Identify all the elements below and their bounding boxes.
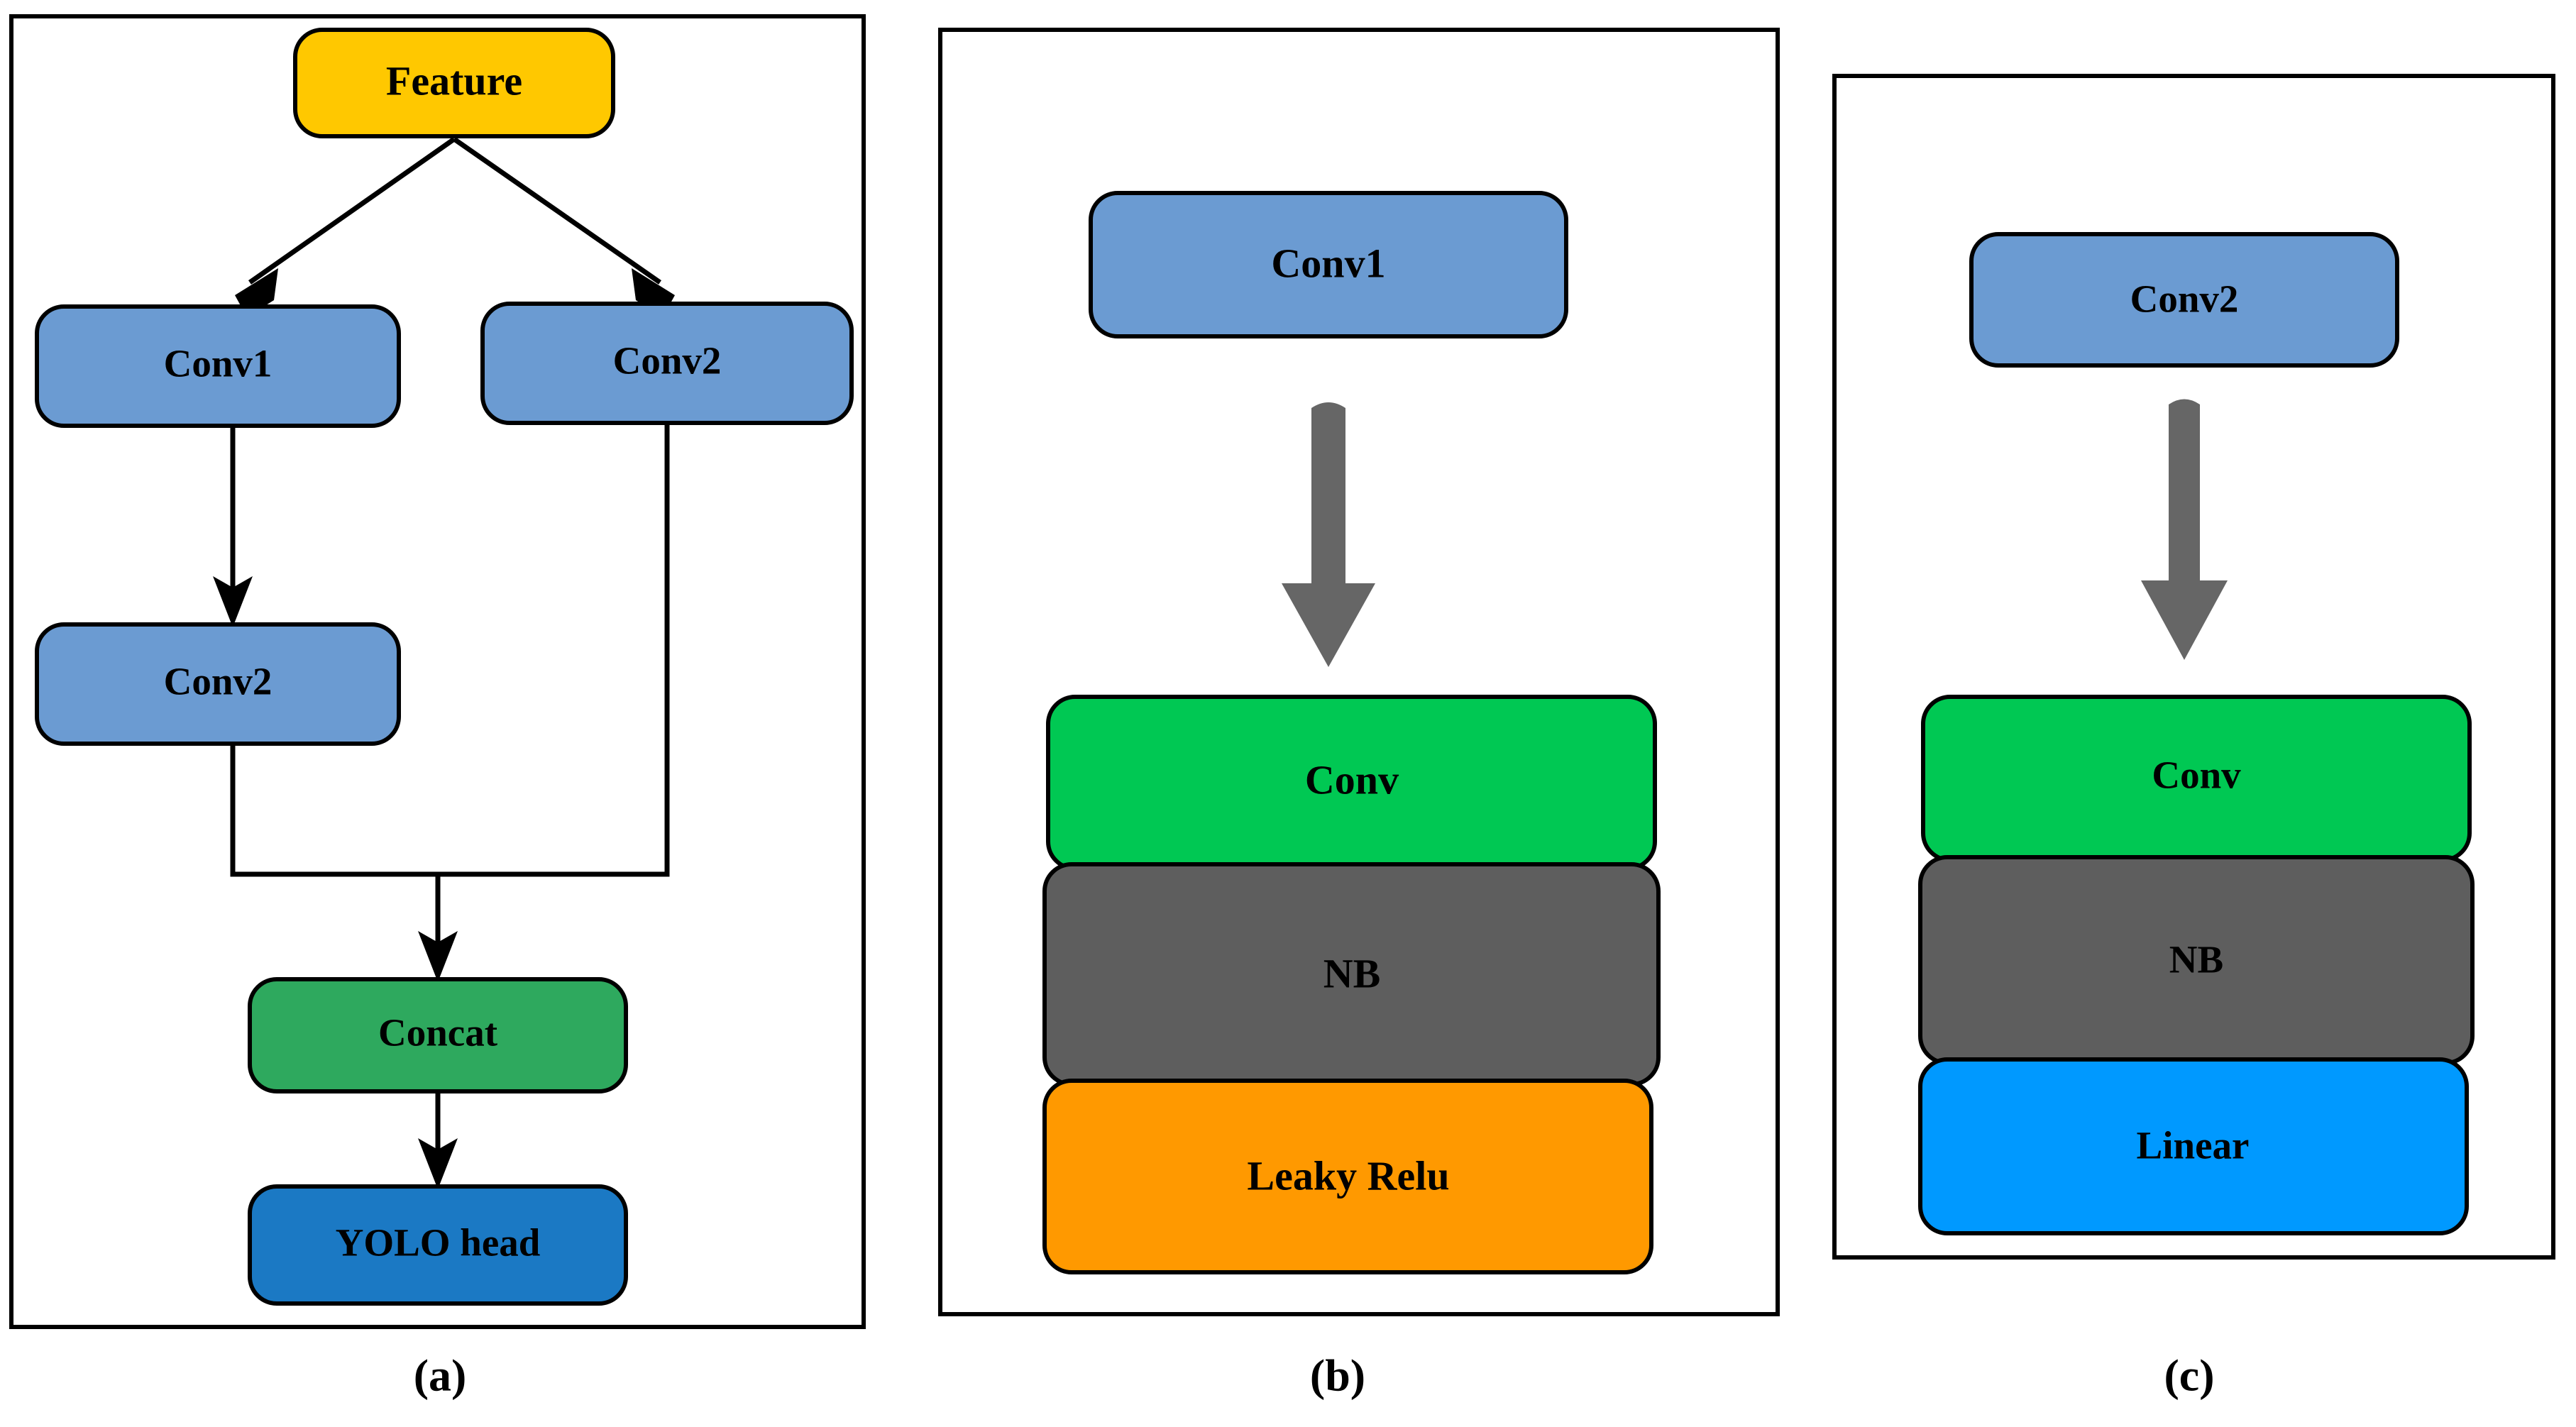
node-c-conv-label: Conv	[2152, 754, 2241, 797]
node-c-conv2[interactable]: Conv2	[1969, 232, 2399, 368]
panel-b-frame	[938, 28, 1780, 1316]
node-concat-label: Concat	[378, 1011, 498, 1054]
edge-concat-to-yolo	[418, 1091, 458, 1189]
node-feature-label: Feature	[386, 57, 522, 104]
node-b-conv[interactable]: Conv	[1046, 695, 1657, 871]
node-b-leakyrelu-label: Leaky Relu	[1247, 1152, 1449, 1199]
b-down-arrow-icon	[1282, 402, 1375, 667]
node-conv2-mid[interactable]: Conv2	[35, 622, 401, 746]
panel-c-frame	[1832, 74, 2555, 1260]
node-b-leakyrelu[interactable]: Leaky Relu	[1042, 1079, 1653, 1274]
node-conv1-label: Conv1	[164, 342, 273, 385]
caption-c: (c)	[2164, 1350, 2214, 1401]
node-b-conv-label: Conv	[1305, 756, 1399, 803]
node-c-linear[interactable]: Linear	[1918, 1057, 2469, 1235]
edge-conv2mid-to-concat	[230, 742, 438, 877]
node-conv2-top[interactable]: Conv2	[480, 302, 854, 425]
edge-conv1-to-conv2	[213, 424, 253, 627]
node-feature[interactable]: Feature	[293, 28, 615, 138]
edge-junction-to-concat	[418, 874, 458, 982]
node-c-conv[interactable]: Conv	[1921, 695, 2472, 862]
node-b-nb[interactable]: NB	[1042, 862, 1661, 1086]
caption-a: (a)	[414, 1350, 467, 1401]
node-yolo-head[interactable]: YOLO head	[248, 1184, 628, 1306]
node-b-conv1[interactable]: Conv1	[1089, 191, 1568, 338]
node-b-conv1-label: Conv1	[1271, 240, 1385, 286]
edge-conv2top-to-concat	[438, 423, 670, 877]
caption-b: (b)	[1310, 1350, 1365, 1401]
node-c-conv2-label: Conv2	[2130, 277, 2239, 321]
node-conv1[interactable]: Conv1	[35, 304, 401, 428]
node-conv2-mid-label: Conv2	[164, 660, 273, 703]
node-concat[interactable]: Concat	[248, 977, 628, 1093]
c-down-arrow-icon	[2141, 399, 2228, 660]
node-yolo-head-label: YOLO head	[336, 1221, 541, 1265]
node-conv2-top-label: Conv2	[613, 339, 722, 382]
node-c-nb[interactable]: NB	[1918, 855, 2475, 1065]
panel-a-frame	[9, 14, 866, 1329]
edge-feature-to-conv2	[452, 137, 675, 317]
edge-feature-to-conv1	[235, 137, 456, 317]
node-c-linear-label: Linear	[2137, 1124, 2250, 1167]
node-b-nb-label: NB	[1323, 950, 1381, 996]
node-c-nb-label: NB	[2169, 938, 2223, 981]
